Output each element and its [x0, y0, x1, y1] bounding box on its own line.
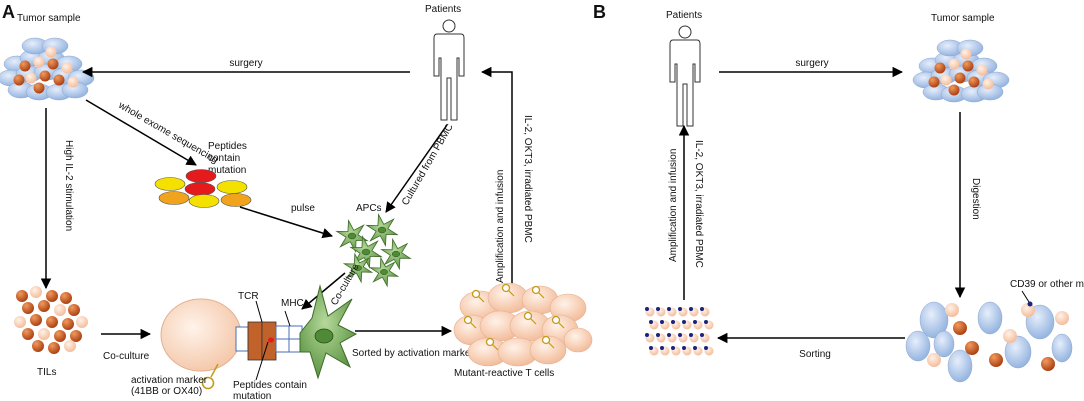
mhc-pointer	[284, 310, 291, 327]
il2-okt3-b-label: IL-2, OKT3, irradiated PBMC	[693, 140, 704, 268]
tils-label: TILs	[37, 367, 56, 378]
apcs-label: APCs	[356, 203, 382, 214]
tils-cluster	[14, 286, 88, 354]
tumor-sample-cluster	[0, 37, 95, 101]
panel-b-letter: B	[593, 2, 606, 22]
tcr-label: TCR	[238, 291, 259, 302]
coculture-diag-arrow	[301, 272, 346, 310]
peptides-label-3: mutation	[208, 165, 246, 176]
t-cell	[160, 298, 242, 372]
pulse-arrow	[239, 206, 334, 239]
act-marker-label-1: activation marker	[131, 375, 208, 386]
activation-marker-icon	[201, 363, 219, 390]
amplification-arrow	[480, 66, 513, 293]
peptide-cluster	[154, 169, 252, 208]
pulse-label: pulse	[291, 203, 315, 214]
mutant-reactive-cluster	[453, 282, 593, 367]
peptides-contain-label-1: Peptides contain	[233, 380, 307, 391]
tumor-sample-b-cluster	[912, 39, 1010, 103]
cultured-label: Cultured from PBMC	[400, 122, 456, 207]
peptides-contain-label-2: mutation	[233, 391, 271, 401]
cd39-pointer	[1021, 290, 1030, 303]
tumor-sample-label: Tumor sample	[17, 13, 81, 24]
tumor-sample-b-label: Tumor sample	[931, 13, 995, 24]
cultured-arrow	[385, 124, 448, 213]
whole-exome-label: whole exome sequencing	[116, 100, 220, 166]
act-marker-label-2: (41BB or OX40)	[131, 386, 202, 397]
mutant-reactive-label: Mutant-reactive T cells	[454, 368, 554, 379]
digestion-label: Digestion	[970, 178, 981, 220]
coculture-diag-label: Co-culture	[329, 262, 362, 308]
peptides-label-1: Peptides	[208, 141, 247, 152]
high-il2-label: High IL-2 stimulation	[63, 140, 74, 231]
tcr-pointer	[255, 300, 263, 323]
amplification-label: Amplification and infusion	[495, 170, 506, 283]
sorted-label: Sorted by activation marker	[352, 348, 474, 359]
il2-okt3-label: IL-2, OKT3, irradiated PBMC	[522, 115, 533, 243]
sorted-cells-cluster	[645, 307, 714, 356]
panel-a-letter: A	[2, 2, 15, 22]
cd39-label: CD39 or other markers	[1010, 279, 1084, 290]
coculture-label: Co-culture	[103, 351, 150, 362]
digested-cells-cluster	[905, 301, 1073, 383]
surgery-b-label: surgery	[795, 58, 828, 69]
peptides-pointer	[255, 341, 269, 381]
patient-figure-icon	[433, 19, 465, 121]
surgery-label: surgery	[229, 58, 262, 69]
tcr-mhc-synapse	[235, 321, 303, 361]
patients-b-label: Patients	[666, 10, 702, 21]
amplification-b-label: Amplification and infusion	[668, 149, 679, 262]
patients-label: Patients	[425, 4, 461, 15]
patient-b-figure-icon	[669, 25, 701, 127]
dendritic-cell-icon	[299, 284, 358, 380]
peptides-label-2: contain	[208, 153, 240, 164]
mhc-label: MHC	[281, 298, 304, 309]
whole-exome-arrow	[85, 99, 197, 166]
sorting-label: Sorting	[799, 349, 831, 360]
apc-cluster	[335, 212, 412, 288]
